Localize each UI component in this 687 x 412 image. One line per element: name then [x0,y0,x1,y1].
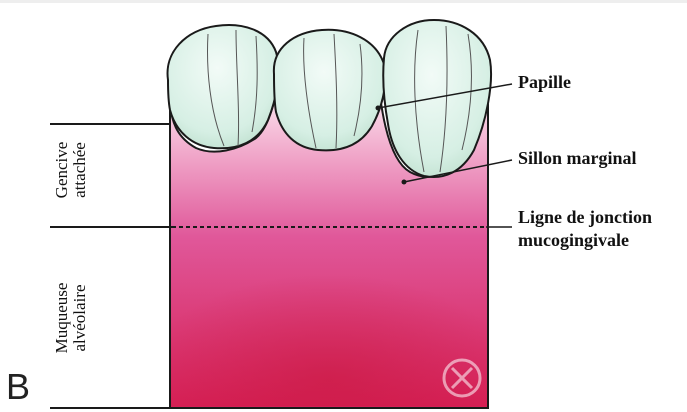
label-ligne-jonction-1: Ligne de jonction [518,207,652,228]
label-gencive-line2: attachée [71,115,89,225]
papille-dot [376,106,381,111]
label-gencive-attachee: Gencive attachée [53,115,93,225]
tooth-left [168,25,279,148]
tooth-middle [274,30,385,151]
label-sillon-marginal: Sillon marginal [518,148,637,169]
label-muqueuse-alveolaire: Muqueuse alvéolaire [53,253,93,383]
sillon-dot [402,180,407,185]
panel-letter: B [6,366,30,408]
label-ligne-jonction-2: mucogingivale [518,230,629,251]
mucosa-shading [171,230,487,406]
label-gencive-line1: Gencive [53,115,71,225]
label-papille: Papille [518,72,571,93]
label-muqueuse-line2: alvéolaire [71,253,89,383]
label-muqueuse-line1: Muqueuse [53,253,71,383]
